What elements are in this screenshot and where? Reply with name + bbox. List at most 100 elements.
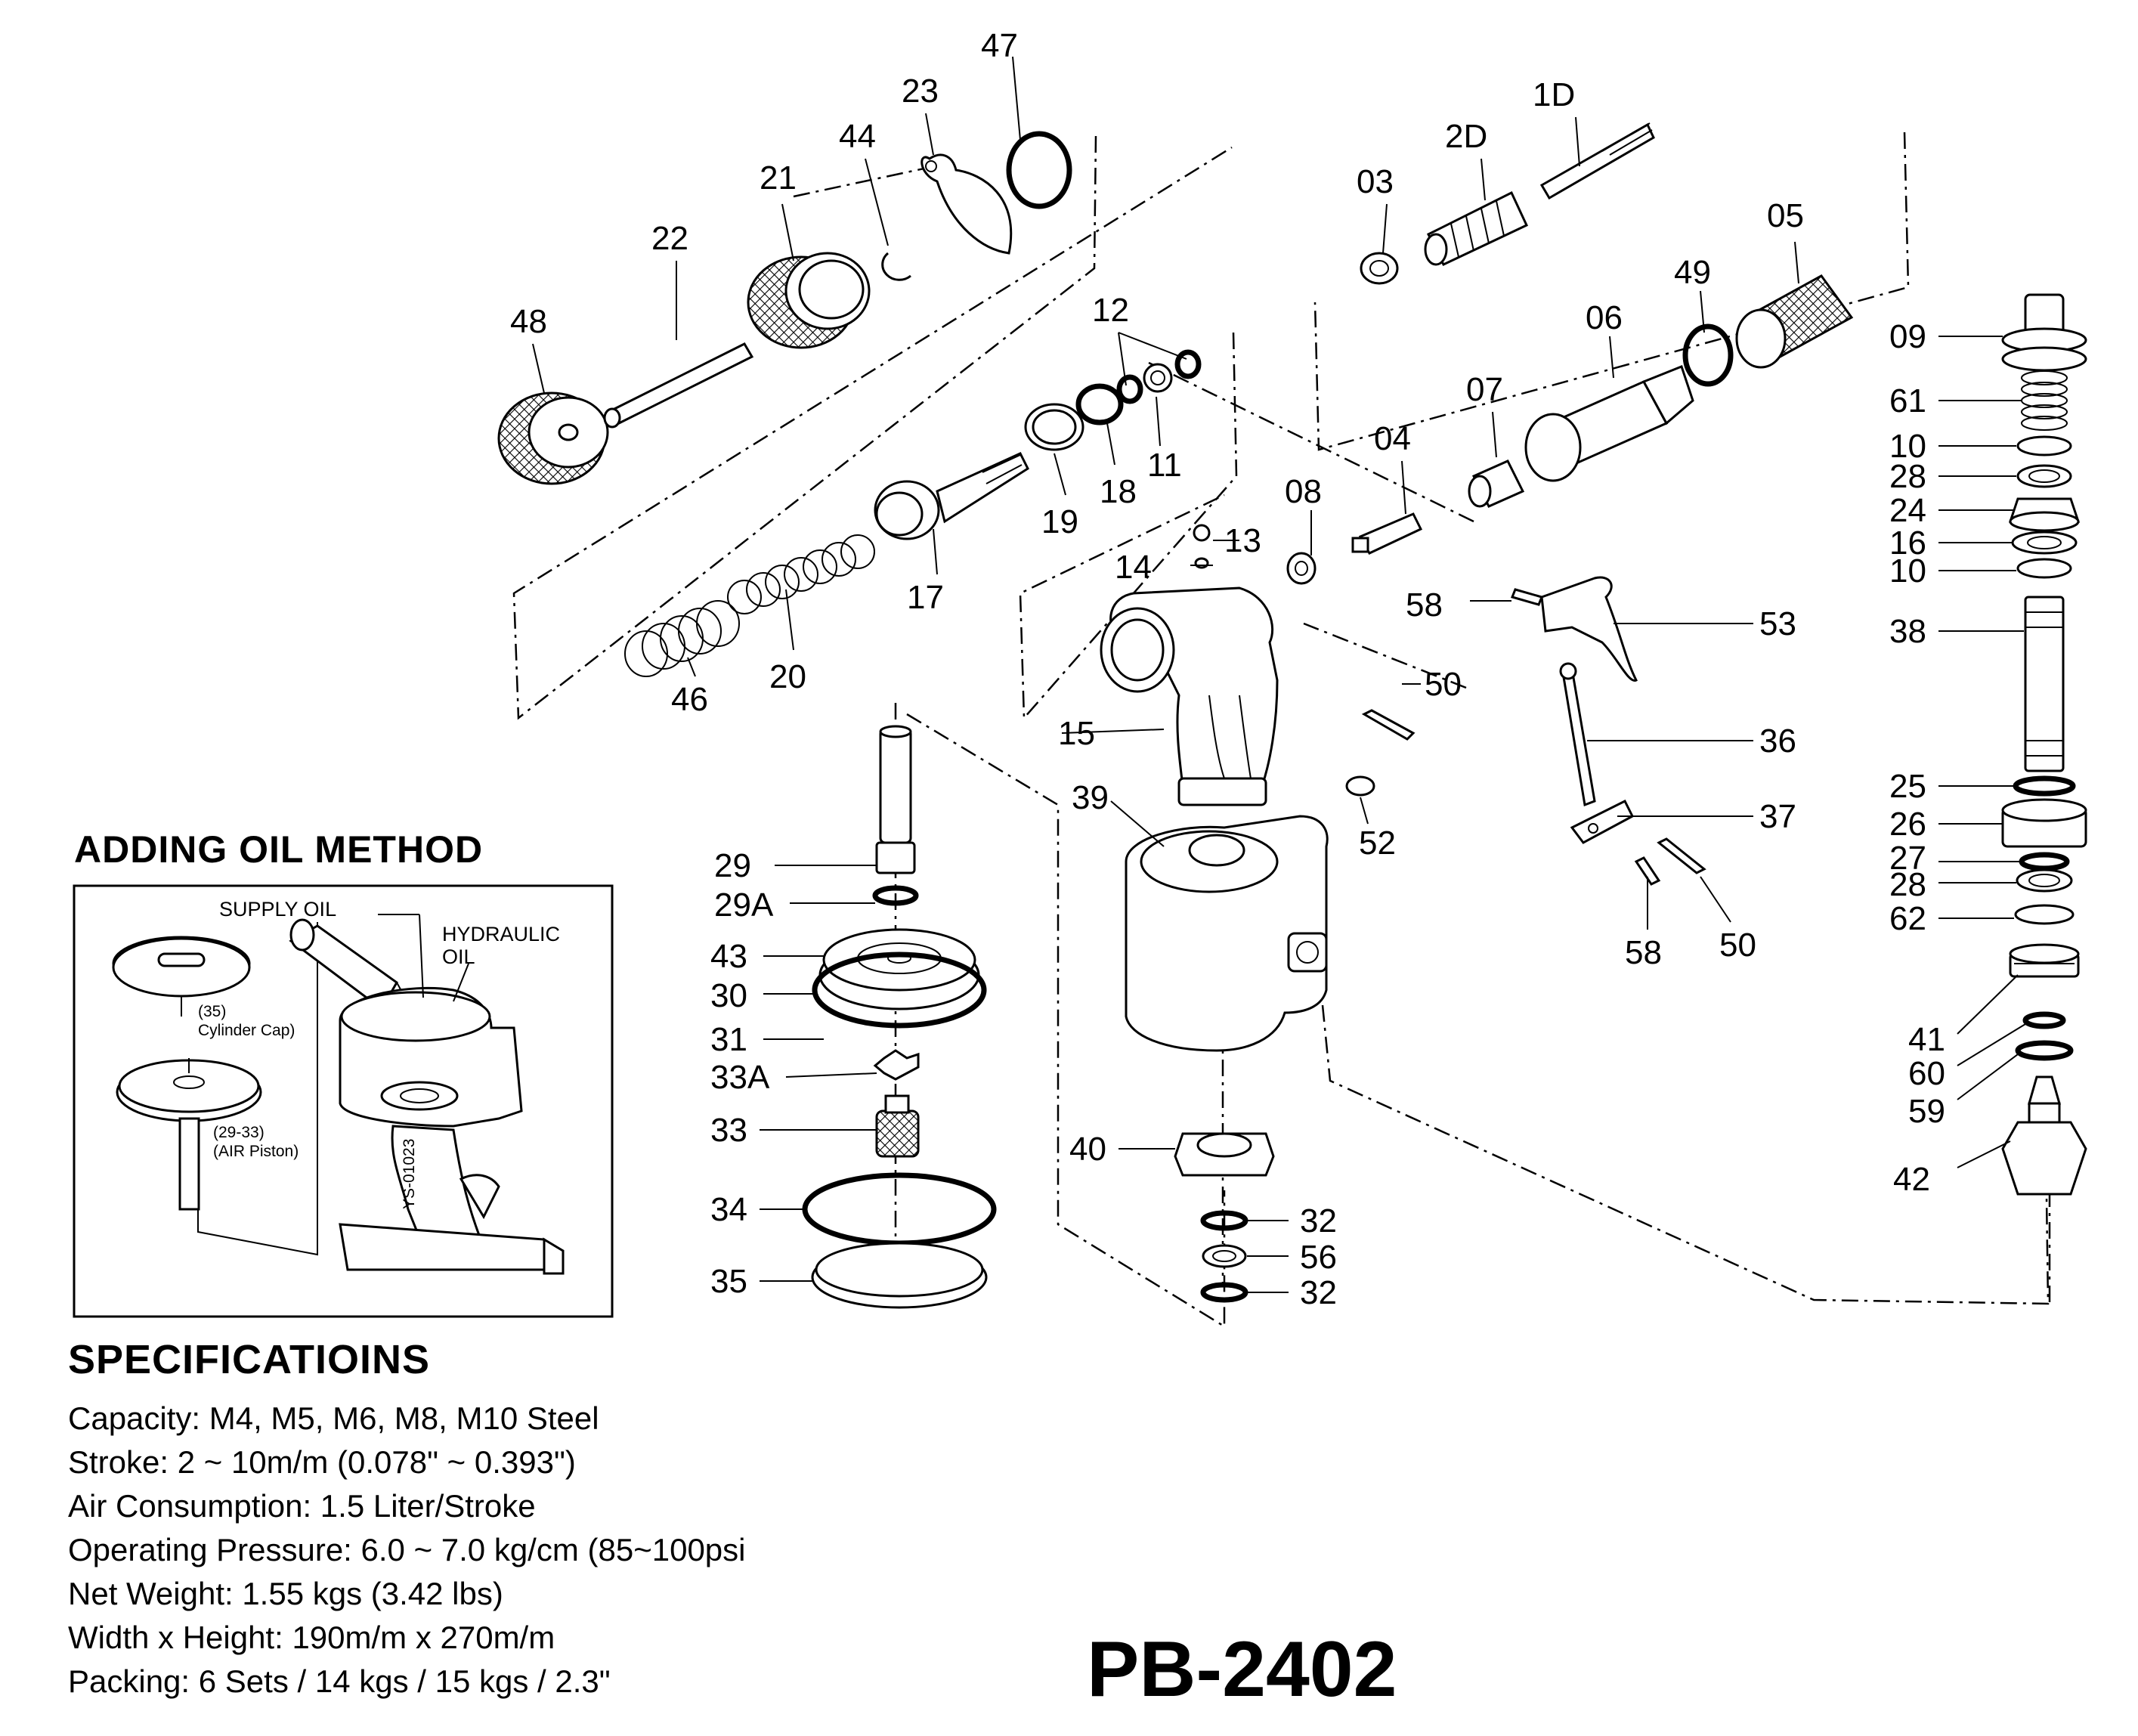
part-43-piston-plate	[818, 928, 980, 1010]
part-10-ring-lower	[2016, 558, 2072, 579]
label-58-lower: 58	[1625, 934, 1662, 971]
part-38-piston-shaft	[2024, 596, 2065, 772]
label-07: 07	[1466, 371, 1503, 408]
part-25-oring	[2013, 775, 2076, 797]
part-15-handle-body	[1100, 586, 1279, 806]
part-10-ring-upper	[2016, 435, 2072, 456]
part-08-nut	[1286, 552, 1317, 585]
spec-capacity: Capacity: M4, M5, M6, M8, M10 Steel	[68, 1400, 599, 1436]
part-59-oring	[2015, 1040, 2074, 1061]
label-50-lower: 50	[1719, 927, 1756, 964]
hydraulic-oil-label-2: OIL	[442, 945, 475, 968]
label-21: 21	[760, 159, 797, 196]
label-08: 08	[1285, 473, 1322, 510]
label-53: 53	[1759, 605, 1796, 642]
part-09-cap	[2001, 293, 2087, 372]
part-29A-oring	[872, 885, 919, 906]
label-28-lower: 28	[1889, 866, 1926, 903]
part-34-oring	[802, 1172, 997, 1246]
air-piston-name: (AIR Piston)	[213, 1143, 299, 1160]
label-19: 19	[1041, 503, 1078, 540]
part-20-spring	[727, 534, 875, 614]
part-23-bracket	[920, 153, 1013, 255]
part-18-oring	[1075, 383, 1124, 425]
label-42: 42	[1893, 1161, 1930, 1198]
part-28-ring-lower	[2016, 868, 2073, 893]
label-36: 36	[1759, 723, 1796, 760]
part-49-oring	[1682, 323, 1734, 387]
part-05-knurled-nosepiece	[1735, 274, 1854, 369]
label-44: 44	[839, 118, 876, 155]
label-56: 56	[1300, 1239, 1337, 1276]
supply-oil-label: SUPPLY OIL	[219, 898, 336, 921]
label-28-upper: 28	[1889, 458, 1926, 495]
part-07-sleeve	[1468, 460, 1525, 508]
spec-net-weight: Net Weight: 1.55 kgs (3.42 lbs)	[68, 1576, 503, 1611]
part-58-pin-lower	[1634, 856, 1661, 886]
label-40: 40	[1069, 1131, 1106, 1168]
label-43: 43	[710, 938, 747, 975]
label-10-lower: 10	[1889, 552, 1926, 589]
part-26-bushing	[2001, 798, 2087, 848]
label-04: 04	[1374, 420, 1411, 457]
label-62: 62	[1889, 900, 1926, 937]
label-24: 24	[1889, 492, 1926, 529]
leader-lines	[532, 56, 2026, 1293]
part-21-knurled-nut	[747, 252, 871, 349]
label-47: 47	[981, 27, 1018, 64]
label-26: 26	[1889, 806, 1926, 843]
label-17: 17	[907, 579, 944, 616]
label-10-upper: 10	[1889, 428, 1926, 465]
part-62-clip	[2014, 904, 2075, 925]
label-15: 15	[1058, 715, 1095, 752]
label-12: 12	[1092, 292, 1129, 329]
part-number-labels: 47 23 44 21 22 48 12 11 18 19 17 20 46 1…	[510, 27, 1945, 1311]
part-33-knurled-nut	[875, 1094, 920, 1158]
label-61: 61	[1889, 382, 1926, 419]
label-29: 29	[714, 847, 751, 884]
spec-stroke: Stroke: 2 ~ 10m/m (0.078" ~ 0.393")	[68, 1444, 576, 1480]
label-60: 60	[1908, 1055, 1945, 1092]
part-1D-stud	[1539, 122, 1655, 200]
cylinder-cap-ref: (35)	[198, 1003, 226, 1020]
part-61-spring	[2021, 370, 2068, 431]
adding-oil-method-inset: SUPPLY OIL HYDRAULIC OIL (35) Cylinder C…	[73, 884, 614, 1318]
part-04-connector	[1351, 512, 1423, 555]
label-03: 03	[1357, 163, 1394, 200]
part-12-orings	[1116, 349, 1202, 404]
part-24-collet	[2008, 497, 2081, 532]
part-50-pin-lower	[1657, 837, 1706, 874]
serial-mark: YS-01023	[401, 1139, 418, 1209]
hydraulic-oil-label-1: HYDRAULIC	[442, 923, 560, 945]
part-50-pin-upper	[1361, 709, 1416, 741]
label-11: 11	[1147, 447, 1182, 484]
label-32-lower: 32	[1300, 1274, 1337, 1311]
label-1D: 1D	[1533, 76, 1575, 113]
part-11-washer	[1143, 363, 1173, 393]
part-19-washer	[1024, 403, 1084, 451]
adding-oil-method-title: ADDING OIL METHOD	[74, 828, 484, 871]
label-22: 22	[651, 220, 688, 257]
model-number: PB-2402	[1087, 1626, 1397, 1713]
part-27-oring	[2019, 852, 2070, 871]
spec-operating-pressure: Operating Pressure: 6.0 ~ 7.0 kg/cm (85~…	[68, 1532, 746, 1567]
specifications-title: SPECIFICATIOINS	[68, 1337, 431, 1382]
part-47-oring	[1006, 131, 1072, 209]
label-32-upper: 32	[1300, 1202, 1337, 1239]
part-56-washer	[1202, 1244, 1247, 1268]
label-34: 34	[710, 1191, 747, 1228]
label-39: 39	[1072, 779, 1109, 816]
part-36-link	[1559, 662, 1596, 807]
label-49: 49	[1674, 254, 1711, 291]
label-41: 41	[1908, 1021, 1945, 1058]
label-13: 13	[1224, 522, 1261, 559]
label-46: 46	[671, 681, 708, 718]
spec-packing: Packing: 6 Sets / 14 kgs / 15 kgs / 2.3"	[68, 1663, 611, 1699]
part-48-knurled-cap	[497, 391, 609, 485]
part-17-piston-rod	[874, 452, 1029, 540]
label-06: 06	[1586, 299, 1623, 336]
label-27: 27	[1889, 840, 1926, 877]
part-30-seal	[812, 952, 987, 1029]
label-29A: 29A	[714, 887, 774, 924]
